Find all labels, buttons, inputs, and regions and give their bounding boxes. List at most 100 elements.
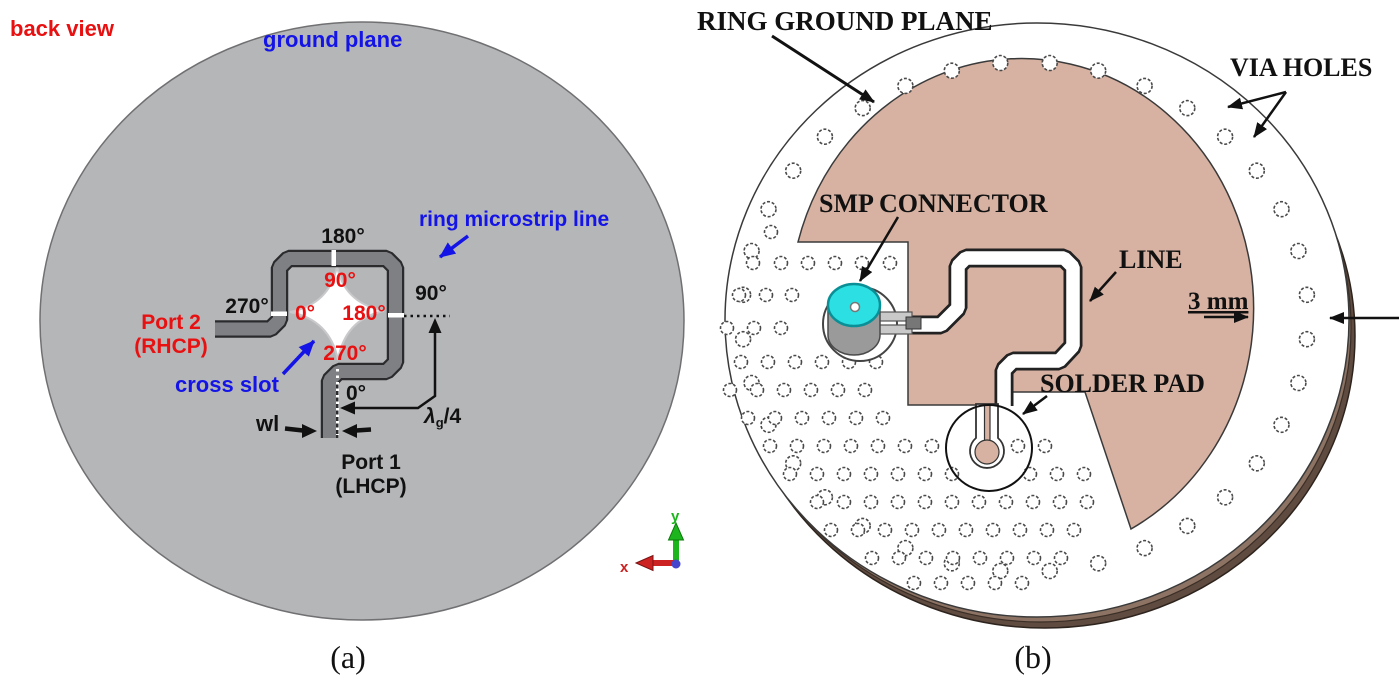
via-hole [746,320,762,336]
via-holes-label: VIA HOLES [1230,53,1372,82]
via-hole [762,438,778,454]
via-hole [816,128,834,145]
solder-pad-label: SOLDER PAD [1040,369,1205,398]
via-hole [1248,454,1266,472]
via-hole [773,255,789,271]
axes-origin-dot [671,559,681,569]
back-view-tag: back view [10,16,115,41]
lambda-arrowhead-left [340,401,355,415]
port1-label-line2: (LHCP) [335,475,406,498]
via-hole [767,410,783,426]
via-hole [1066,522,1082,538]
via-hole [1179,99,1196,117]
lambda-arrowhead-up [428,318,442,333]
solder-pad-disc [974,439,1000,465]
via-hole [773,320,789,336]
phase-tick-top [331,250,336,266]
phase-outer-top: 180° [321,225,364,248]
via-hole [1273,200,1290,218]
via-hole [1179,517,1196,535]
via-hole [1089,62,1107,79]
via-hole [816,438,832,454]
smp-connector-arrow [858,216,900,282]
via-hole [890,466,906,482]
via-hole [933,575,949,591]
via-hole [870,438,886,454]
cross-slot-label: cross slot [175,372,280,397]
panel-b-ring-ground-plane: RING GROUND PLANE VIA HOLES SMP CONNECTO… [697,6,1399,629]
via-hole [987,575,1003,591]
via-hole [985,522,1001,538]
via-hole [1273,416,1290,434]
phase-outer-bottom: 0° [346,382,366,405]
via-hole [776,382,792,398]
lambda-denominator: /4 [444,405,462,428]
phase-inner-bottom: 270° [323,342,366,365]
via-hole [897,77,914,95]
y-axis-label: y [671,508,680,525]
via-hole [719,320,735,336]
ring-ground-plane-label: RING GROUND PLANE [697,6,993,36]
via-hole [991,54,1009,72]
via-hole [758,287,774,303]
phase-inner-right: 180° [342,302,385,325]
wl-arrow-right-shaft [355,427,372,433]
via-hole [784,162,802,179]
via-hole [823,522,839,538]
phase-inner-left: 0° [295,302,315,325]
via-hole [944,466,960,482]
via-hole [972,550,988,566]
via-hole [722,382,738,398]
via-hole [945,550,961,566]
via-hole [848,410,864,426]
solder-pad-arrow [1022,395,1048,415]
via-hole [809,494,825,510]
via-hole [1290,374,1307,392]
via-hole [1298,330,1316,348]
wl-label: wl [255,411,279,436]
via-hole [733,354,749,370]
via-hole [943,62,961,79]
via-hole [882,255,898,271]
via-hole [1076,466,1092,482]
via-hole [803,382,819,398]
smp-connector [822,282,922,362]
via-hole [1014,575,1030,591]
via-hole [814,354,830,370]
ring-microstrip-arrow [438,234,470,259]
via-hole [854,99,872,117]
via-hole [1025,494,1041,510]
ring-microstrip-line-shape [215,252,402,438]
via-hole [863,466,879,482]
via-hole [1037,438,1053,454]
ring-microstrip-line-label: ring microstrip line [419,208,609,231]
via-hole [836,494,852,510]
via-hole [763,224,779,240]
via-hole [918,550,934,566]
via-hole [731,287,747,303]
lambda-quarter-arrow [344,324,437,410]
via-hole [864,550,880,566]
via-hole [836,466,852,482]
via-hole [830,382,846,398]
via-hole [827,255,843,271]
via-hole [863,494,879,510]
via-hole [944,494,960,510]
panel-a-back-view: back view ground plane ring microstrip l… [10,16,685,621]
via-hole [1041,54,1058,72]
via-hole [877,522,893,538]
via-holes-grid [719,224,1095,591]
via-hole [1089,554,1107,572]
via-hole [800,255,816,271]
via-hole [890,494,906,510]
phase-outer-right: 90° [415,282,447,305]
via-hole [749,382,765,398]
via-hole [924,438,940,454]
phase-outer-left: 270° [225,295,268,318]
connector-pin [905,316,922,330]
via-hole [821,410,837,426]
smp-connector-label: SMP CONNECTOR [819,189,1048,218]
phase-tick-left [271,311,287,316]
